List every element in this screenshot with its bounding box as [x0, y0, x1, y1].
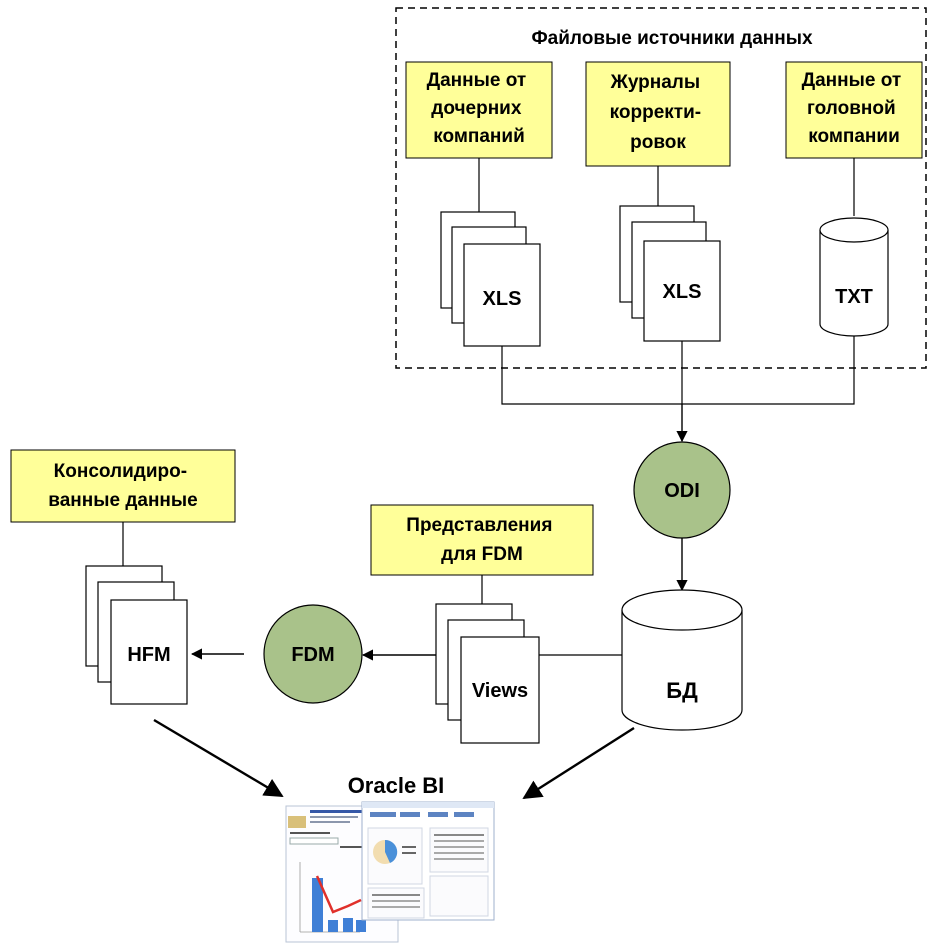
- chart-line: [315, 875, 362, 914]
- fdm-label: FDM: [291, 644, 334, 666]
- chart-bar: [343, 918, 353, 932]
- note-consolidated: [10, 449, 236, 523]
- oracle-bi-title: Oracle BI: [348, 773, 445, 798]
- xls-document-stack-2: XLS: [619, 205, 721, 342]
- odi-label: ODI: [664, 480, 700, 502]
- views-label: Views: [472, 680, 528, 702]
- connector-line: [501, 346, 682, 405]
- fdm-node: [263, 604, 363, 704]
- hfm-label: HFM: [127, 644, 170, 666]
- folder-icon: [288, 816, 306, 828]
- note-subsidiaries-text: Данные от дочерних компаний: [427, 70, 532, 147]
- pie-slice: [385, 839, 398, 863]
- file-sources-group: [395, 7, 927, 369]
- txt-label: TXT: [835, 286, 873, 308]
- chart-bar: [312, 878, 323, 932]
- note-head-company-text: Данные от головной компании: [802, 70, 907, 147]
- chart-bar: [328, 920, 338, 932]
- views-document-stack: Views: [435, 603, 540, 744]
- note-subsidiaries: [405, 61, 553, 159]
- note-fdm-views-text: Представления для FDM: [406, 515, 557, 565]
- chart-bar: [356, 920, 366, 932]
- hfm-document-stack: HFM: [85, 565, 188, 705]
- connector-line: [682, 336, 855, 405]
- note-journals: [585, 61, 731, 167]
- xls-label-2: XLS: [663, 281, 702, 303]
- arrow-db-to-obi: [522, 726, 635, 800]
- note-journals-text: Журналы корректи- ровок: [610, 72, 707, 153]
- txt-cylinder: TXT: [819, 217, 889, 337]
- oracle-bi-dashboard-thumbnail: [285, 801, 495, 943]
- db-cylinder: БД: [621, 589, 743, 731]
- note-fdm-views: [370, 504, 594, 576]
- xls-document-stack-1: XLS: [440, 211, 541, 347]
- db-label: БД: [666, 678, 698, 703]
- arrow-hfm-to-obi: [153, 718, 284, 798]
- note-consolidated-text: Консолидиро- ванные данные: [48, 461, 197, 511]
- xls-label-1: XLS: [483, 288, 522, 310]
- note-head-company: [785, 61, 923, 159]
- group-title: Файловые источники данных: [531, 28, 813, 49]
